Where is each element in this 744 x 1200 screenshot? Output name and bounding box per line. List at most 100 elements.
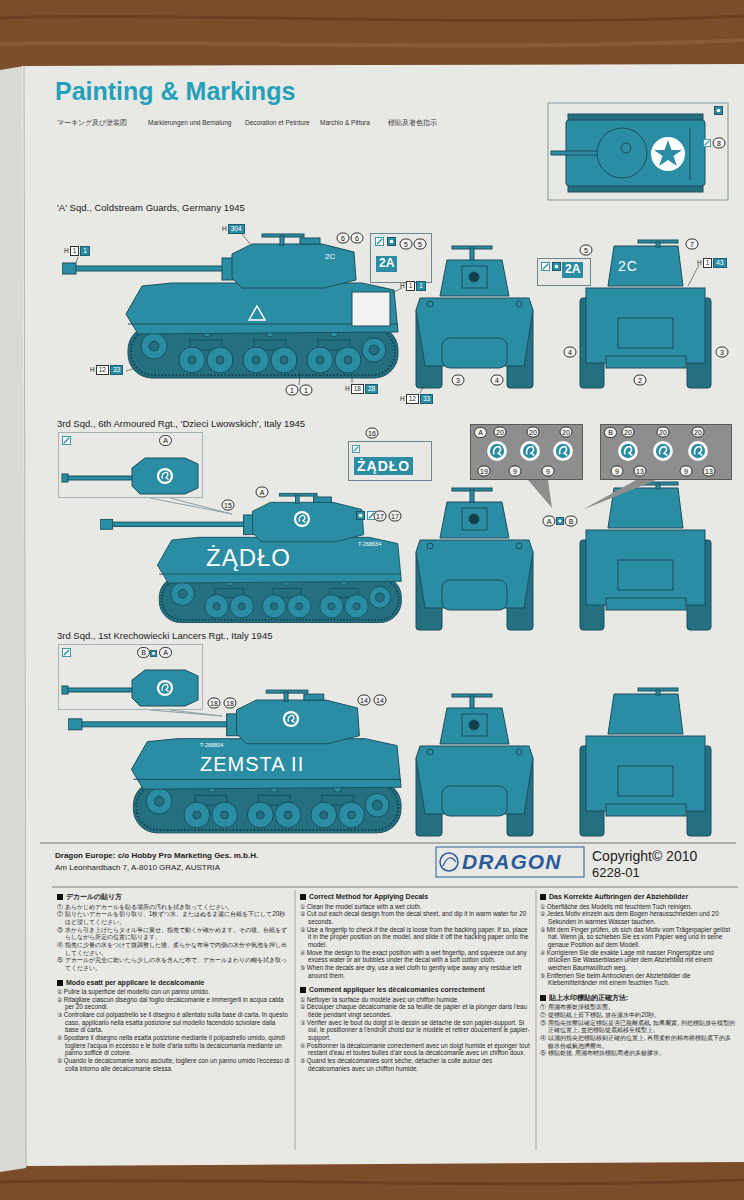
callout-number: B bbox=[565, 516, 578, 527]
callout-number: 14 bbox=[374, 695, 387, 706]
subtitle: Markierungen und Bemalung bbox=[148, 119, 231, 126]
callout-number: 3 bbox=[716, 347, 729, 358]
marking-box: BA bbox=[58, 644, 203, 710]
callout-number: 3 bbox=[452, 375, 465, 386]
paint-number: 18 bbox=[351, 384, 364, 394]
instruction-heading: Comment appliquer les décalcomanies corr… bbox=[300, 986, 532, 995]
callout-number: 7 bbox=[686, 239, 699, 250]
callout-number: A bbox=[543, 516, 556, 527]
subtitle: Decoration et Peinture bbox=[245, 119, 310, 126]
instruction-step: ② 從標貼紙上剪下標貼, 放在溫水中約20秒。 bbox=[540, 1011, 735, 1019]
instruction-step: ③ 用指尖按壓以確定標貼是否已脫離底紙, 如果屬實, 則把標貼放在模型的正確位置… bbox=[540, 1019, 735, 1034]
callout-number: 9 bbox=[611, 466, 624, 477]
instruction-heading: 貼上水印標貼的正確方法: bbox=[540, 994, 735, 1003]
paint-brand: H bbox=[400, 282, 405, 290]
instruction-step: ⑤ Entfernen Sie beim Antrocknen der Abzi… bbox=[540, 972, 735, 987]
scheme-title: 'A' Sqd., Coldstream Guards, Germany 194… bbox=[57, 203, 245, 214]
decal-text: 2A bbox=[562, 262, 583, 278]
instruction-step: ① あらかじめデカールを貼る場所の汚れを拭き取ってください。 bbox=[57, 903, 290, 911]
callout-number: 9 bbox=[542, 466, 555, 477]
callout-letter: A bbox=[159, 647, 172, 658]
subtitle: 標貼及著色指示 bbox=[388, 119, 437, 126]
instruction-heading: デカールの貼り方 bbox=[57, 893, 290, 902]
paint-code: H1233 bbox=[90, 365, 123, 375]
instruction-step: ④ 以濕的指尖把標貼移到正確的位置上, 再用柔軟的棉布將標貼底下的多餘水份或氣泡… bbox=[540, 1034, 735, 1049]
paint-number: 304 bbox=[228, 224, 245, 234]
paint-number: 43 bbox=[713, 258, 726, 268]
subtitle: Marchio & Pittura bbox=[320, 119, 370, 126]
callout-number: 9 bbox=[509, 466, 522, 477]
callout-number: 20 bbox=[657, 427, 670, 438]
instruction-step: ② Ritagliare ciascun disegno dal foglio … bbox=[57, 996, 290, 1011]
marking-box: 2A bbox=[537, 258, 591, 286]
callout-number: 5 bbox=[414, 239, 427, 250]
paint-code: H1233 bbox=[400, 394, 433, 404]
instruction-step: ③ Mit dem Finger prüfen, ob sich das Mot… bbox=[540, 926, 735, 949]
paint-number: 1 bbox=[416, 281, 426, 291]
callout-number: 16 bbox=[366, 428, 379, 439]
decal-text: 2A bbox=[376, 256, 397, 272]
paint-code: H1828 bbox=[345, 384, 378, 394]
scheme-title: 3rd Sqd., 1st Krechowiecki Lancers Rgt.,… bbox=[57, 631, 272, 642]
callout-number: 5 bbox=[400, 239, 413, 250]
brand-logo: DRAGON bbox=[462, 850, 561, 874]
callout-letter: A bbox=[474, 427, 487, 438]
footer-text: Dragon Europe: c/o Hobby Pro Marketing G… bbox=[55, 851, 258, 860]
paint-code: H11 bbox=[64, 246, 90, 256]
callout-number: 6 bbox=[351, 233, 364, 244]
paint-code: H143 bbox=[697, 258, 727, 268]
instruction-step: ④ Move the design to the exact position … bbox=[300, 949, 532, 964]
callout-number: 20 bbox=[560, 427, 573, 438]
instruction-step: ② Jedes Motiv einzeln aus dem Bogen hera… bbox=[540, 910, 735, 925]
callout-number: 20 bbox=[527, 427, 540, 438]
instruction-step: ① Oberfläche des Modells mit feuchtem Tu… bbox=[540, 903, 735, 911]
instruction-step: ⑤ Quand les décalcomanies sont sèche, dé… bbox=[300, 1057, 532, 1072]
callout-number: 13 bbox=[703, 466, 716, 477]
footer-text: Copyright© 2010 bbox=[592, 848, 697, 864]
instruction-step: ② 貼りたいデカールを切り取り、1枚ずつ水、またはぬるま湯に台紙を下にして20秒… bbox=[57, 910, 290, 925]
callout-number: 4 bbox=[564, 347, 577, 358]
callout-number: 5 bbox=[580, 245, 593, 256]
decal-text: ŻĄDŁO bbox=[206, 544, 291, 572]
paint-brand: H bbox=[90, 366, 95, 374]
paint-number: 1 bbox=[406, 281, 416, 291]
callout-number: 18 bbox=[208, 698, 221, 709]
paint-number: 1 bbox=[80, 246, 90, 256]
marking-box: A bbox=[58, 432, 203, 498]
callout-number: 2 bbox=[634, 375, 647, 386]
callout-number: 18 bbox=[224, 698, 237, 709]
callout-number: 20 bbox=[494, 427, 507, 438]
paint-number: 1 bbox=[70, 246, 80, 256]
instruction-step: ④ Korrigieren Sie die exakte Lage mit na… bbox=[540, 949, 735, 972]
callout-number: 9 bbox=[680, 466, 693, 477]
instruction-step: ④ Positionner la décalcomanie correcteme… bbox=[300, 1042, 532, 1057]
instruction-step: ① Clean the model surface with a wet clo… bbox=[300, 903, 532, 911]
callout-number: 15 bbox=[222, 500, 235, 511]
paint-number: 12 bbox=[96, 365, 109, 375]
instruction-column: Correct Method for Applying Decals① Clea… bbox=[300, 893, 532, 1073]
instruction-step: ③ 水から引き上げたらタオル等に乗せ、指先で動くか確かめます。その後、台紙をずら… bbox=[57, 926, 290, 941]
decal-text: T-268804 bbox=[200, 742, 223, 748]
marking-box: ŻĄDŁO bbox=[348, 441, 432, 481]
paint-number: 12 bbox=[406, 394, 419, 404]
paint-brand: H bbox=[697, 259, 702, 267]
paint-code: H11 bbox=[400, 281, 426, 291]
paint-code: H304 bbox=[222, 224, 245, 234]
decal-text: ZEMSTA II bbox=[200, 753, 304, 776]
instruction-heading: Modo esatt per applicare le decalcomanie bbox=[57, 979, 290, 988]
decal-text: T-268634 bbox=[358, 541, 381, 547]
footer-text: 6228-01 bbox=[592, 866, 640, 881]
callout-number: 17 bbox=[389, 511, 402, 522]
paint-brand: H bbox=[345, 385, 350, 393]
instruction-step: ① 用濕布擦乾淨模型表面。 bbox=[540, 1003, 735, 1011]
decal-text: 2C bbox=[618, 258, 638, 274]
instruction-heading: Correct Method for Applying Decals bbox=[300, 893, 532, 902]
decal-text: ŻĄDŁO bbox=[354, 457, 413, 475]
callout-number: 20 bbox=[692, 427, 705, 438]
callout-number: 17 bbox=[374, 511, 387, 522]
instruction-step: ① Pulire la superficie del modello con u… bbox=[57, 988, 290, 996]
callout-number: 14 bbox=[358, 695, 371, 706]
instruction-column: デカールの貼り方① あらかじめデカールを貼る場所の汚れを拭き取ってください。② … bbox=[57, 893, 290, 1073]
instruction-step: ③ Use a fingertip to check if the decal … bbox=[300, 926, 532, 949]
